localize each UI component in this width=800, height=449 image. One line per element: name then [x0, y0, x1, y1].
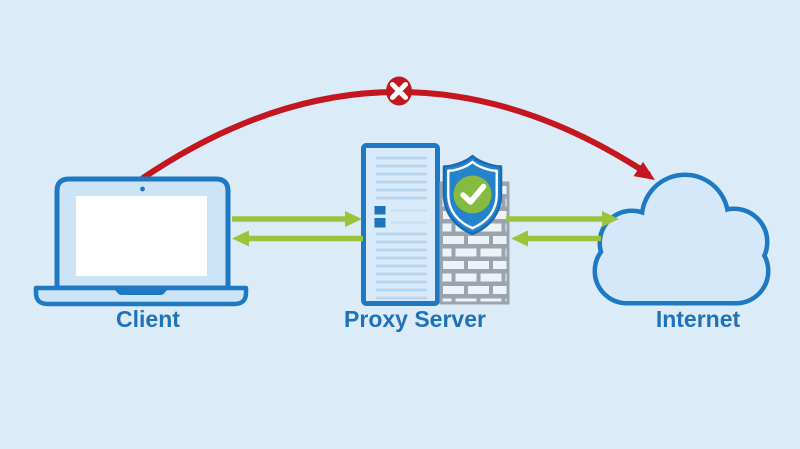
internet-label: Internet	[656, 306, 741, 332]
arrow-internet-to-proxy-icon	[511, 230, 601, 247]
server-led-block-2	[374, 218, 386, 228]
arrow-proxy-to-internet-icon	[506, 211, 619, 227]
shield-checkmark-icon	[442, 154, 503, 236]
blocked-direct-connection	[140, 76, 655, 181]
proxy-server-label: Proxy Server	[344, 306, 486, 332]
server-vent-lines	[376, 156, 427, 300]
server-tower-icon	[361, 143, 440, 306]
x-blocked-icon	[386, 76, 412, 106]
shield-check-circle	[453, 175, 492, 214]
cloud-icon	[592, 172, 771, 306]
client-label: Client	[116, 306, 180, 332]
blocked-arrowhead-icon	[633, 161, 655, 180]
laptop-screen	[76, 196, 207, 276]
server-led-block-1	[374, 206, 386, 215]
x-glyph	[390, 82, 408, 100]
shield-inner-outline	[447, 160, 498, 230]
server-drive-lines	[391, 209, 427, 224]
checkmark-glyph	[460, 183, 487, 205]
cloud-fill-layer	[597, 177, 766, 301]
laptop-base-notch	[112, 286, 170, 295]
laptop-icon	[33, 176, 249, 307]
laptop-base	[33, 285, 249, 307]
arrow-client-to-proxy-icon	[232, 211, 362, 227]
arrow-proxy-to-client-icon	[232, 230, 363, 247]
server-body	[361, 143, 440, 306]
laptop-camera-dot	[140, 186, 145, 192]
traffic-arrows	[232, 211, 619, 247]
